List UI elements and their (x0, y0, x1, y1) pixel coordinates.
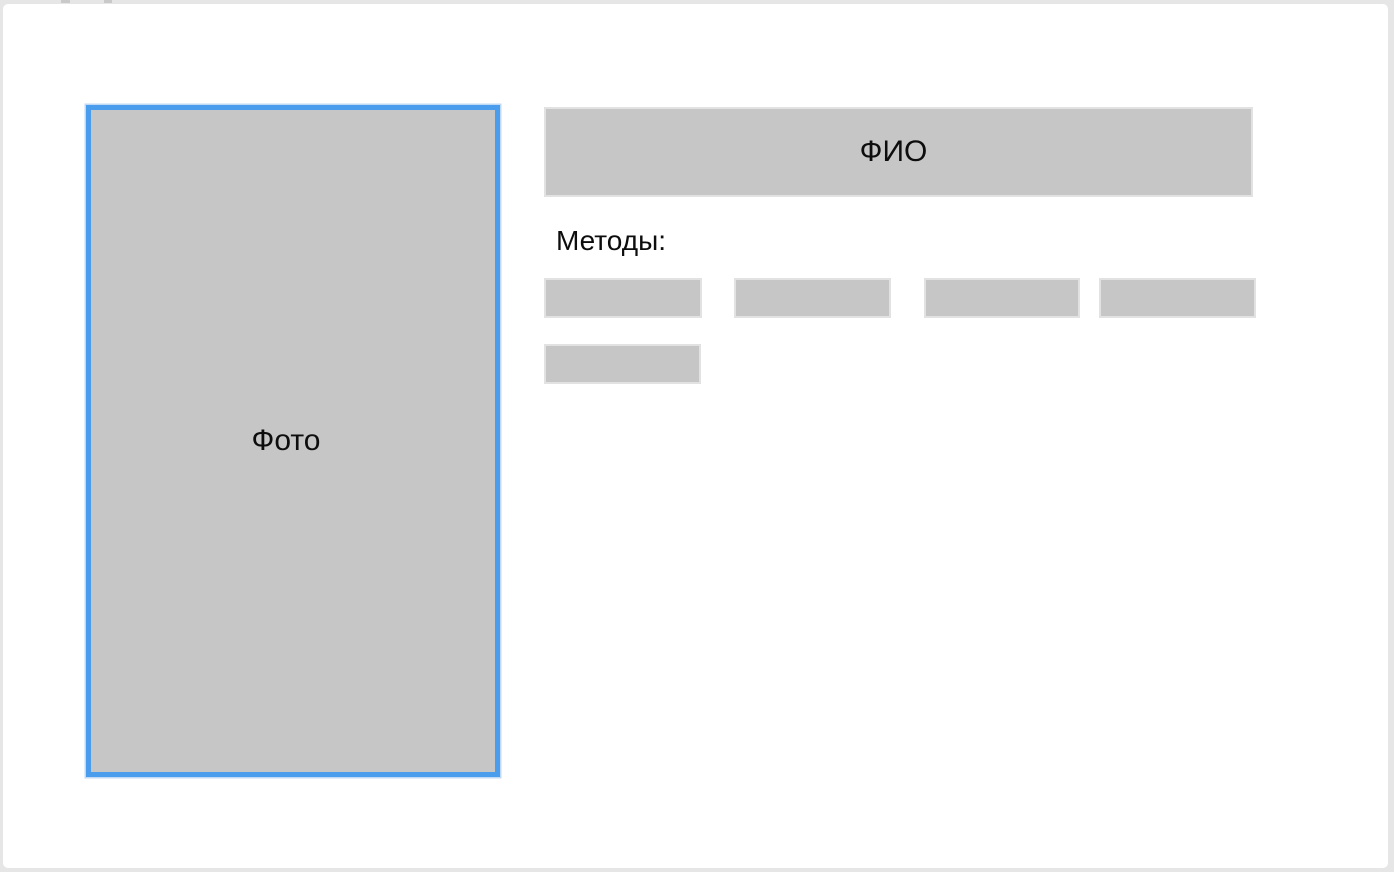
fullname-placeholder-bar[interactable]: ФИО (544, 107, 1253, 197)
method-placeholder-chip[interactable] (1099, 278, 1256, 318)
method-placeholder-chip[interactable] (544, 278, 702, 318)
photo-placeholder-label: Фото (251, 424, 321, 457)
method-placeholder-chip[interactable] (924, 278, 1080, 318)
clipped-toolbar-fragment (61, 0, 70, 3)
fullname-placeholder-label: ФИО (859, 135, 928, 168)
photo-placeholder-selected[interactable]: Фото (86, 105, 500, 777)
method-placeholder-chip[interactable] (544, 344, 701, 384)
wireframe-artboard[interactable]: Фото ФИО Методы: (3, 4, 1388, 868)
method-placeholder-chip[interactable] (734, 278, 891, 318)
clipped-toolbar-fragment (104, 0, 112, 3)
methods-section-label: Методы: (556, 225, 666, 256)
